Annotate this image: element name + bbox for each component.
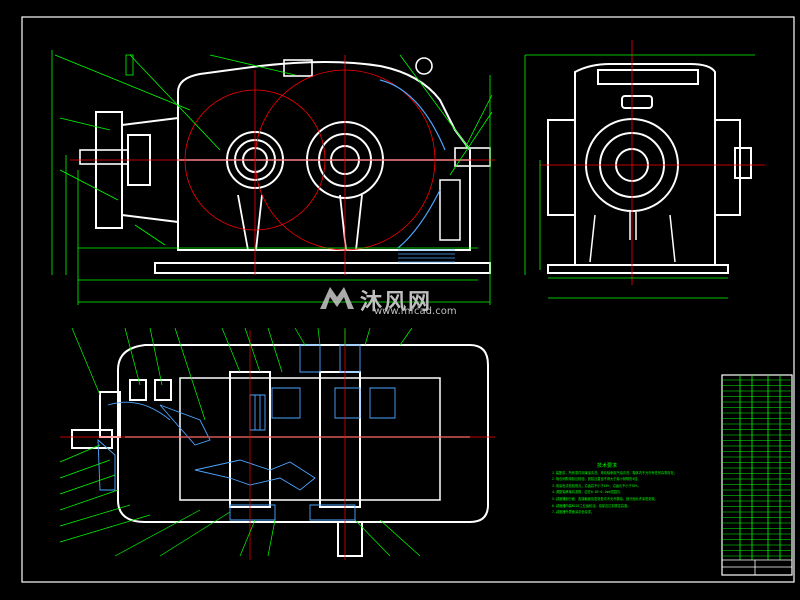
front-base [154, 262, 491, 274]
title-block-footer [722, 559, 792, 575]
front-pitch-circles [70, 55, 495, 275]
front-left-cover [95, 111, 179, 229]
front-output-shaft [454, 147, 491, 167]
side-housing-outline [574, 63, 716, 265]
watermark-brand: 沐风网 [360, 290, 433, 315]
front-dimensions [51, 50, 493, 305]
side-dimensions [524, 54, 755, 299]
note-line: 4.调整轴承轴向游隙，应在0.05~0.1mm范围内。 [552, 490, 623, 495]
side-vent [621, 95, 653, 109]
front-oil-gauge [439, 179, 461, 241]
top-view [71, 344, 489, 557]
top-centerlines [60, 330, 495, 560]
watermark-logo [320, 287, 354, 309]
side-base [547, 264, 729, 274]
side-right-shaft [734, 147, 752, 179]
note-line: 7.减速器外表面涂灰色油漆。 [552, 510, 595, 515]
note-line: 5.减速器剖分面、各接触面及密封处均不允许漏油，剖分面允许涂密封胶。 [552, 496, 658, 501]
top-output-shaft [337, 521, 363, 557]
sheet-frame [21, 16, 795, 583]
note-line: 2.啮合侧隙用铅丝检验，其铅丝直径不得大于最小侧隙的4倍。 [552, 477, 641, 482]
title-block-rows [722, 379, 792, 557]
title-block [721, 374, 793, 576]
note-line: 6.减速器内装N220工业齿轮油，油量应达到规定高度。 [552, 503, 631, 508]
front-input-shaft [79, 149, 129, 165]
notes-title: 技术要求 [596, 463, 617, 469]
watermark-url: www.mfcad.com [374, 306, 457, 317]
front-rib-1 [237, 194, 263, 251]
front-lifting-eye [415, 57, 433, 75]
technical-notes: 技术要求 1.装配前，所有零件用煤油清洗，滚动轴承用汽油清洗，箱体内不允许有任何… [552, 463, 702, 516]
top-input-shaft [71, 429, 113, 449]
front-housing-outline [177, 61, 471, 251]
front-oil-hatch [379, 79, 455, 263]
side-view [547, 63, 752, 274]
front-vent-plug [283, 59, 313, 77]
note-line: 3.用涂色法检验斑点，沿齿高不小于40%，沿齿长不小于50%。 [552, 483, 641, 488]
top-leaders [59, 327, 421, 557]
top-housing-outline [117, 344, 489, 523]
front-rib-2 [339, 194, 363, 251]
side-centerlines [540, 40, 765, 285]
note-line: 1.装配前，所有零件用煤油清洗，滚动轴承用汽油清洗，箱体内不允许有任何杂物存在。 [552, 470, 677, 475]
